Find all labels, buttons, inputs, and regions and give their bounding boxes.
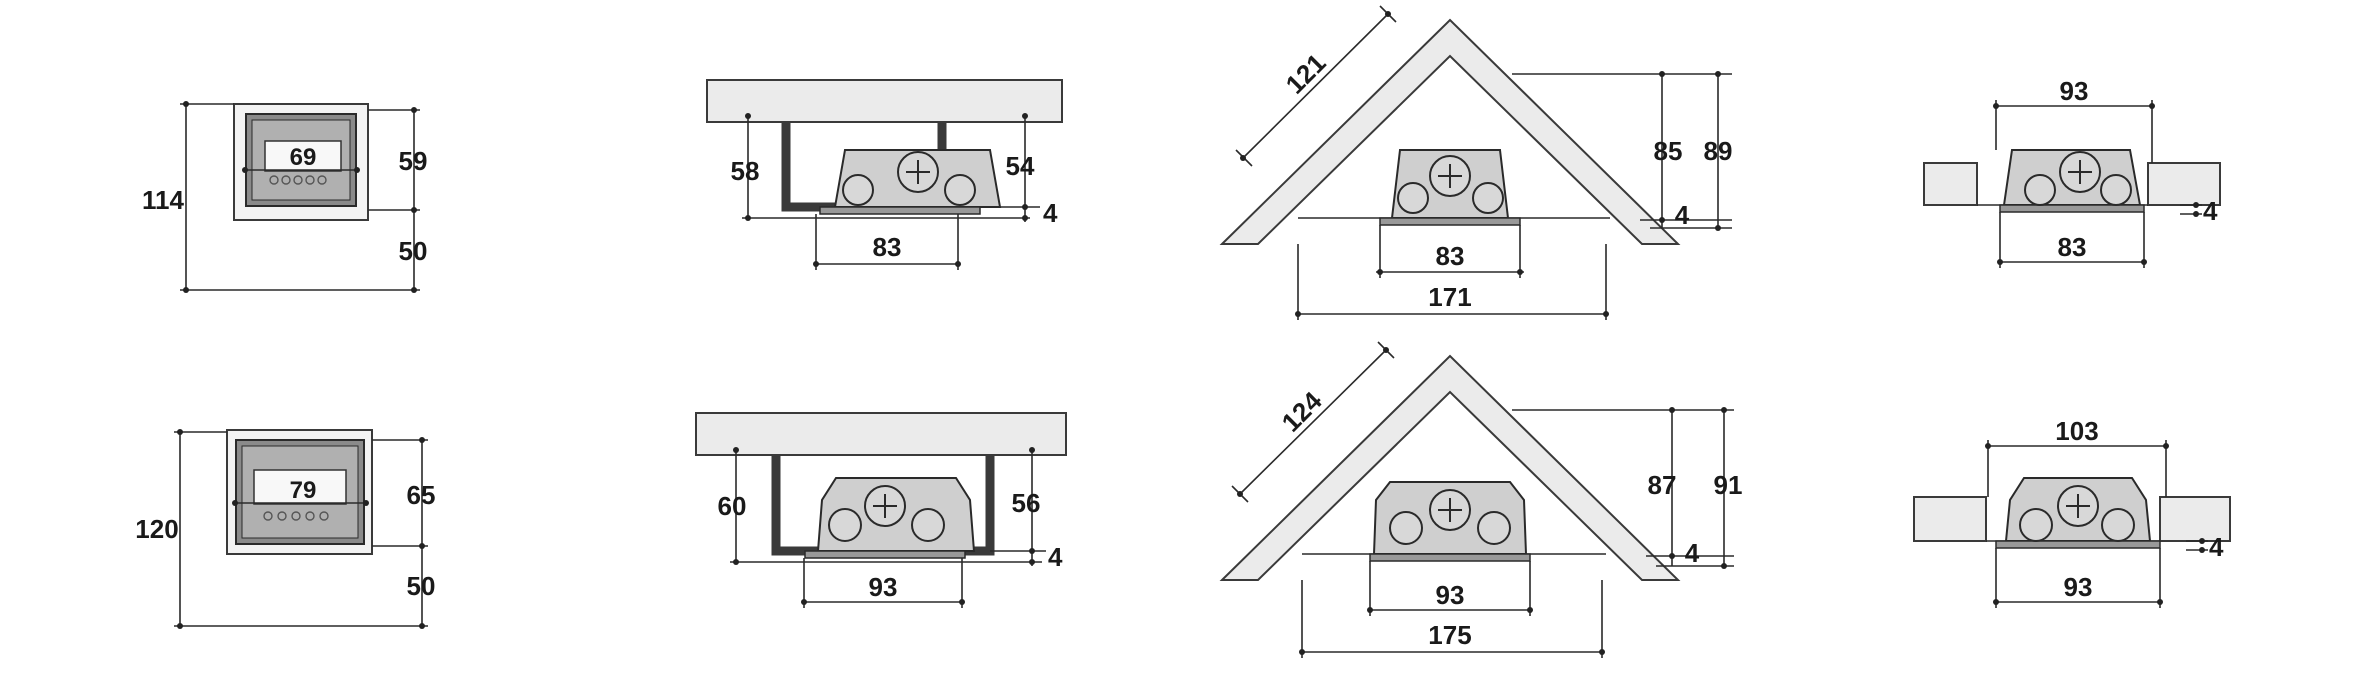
corner-b-fan-right-icon [1477, 511, 1511, 545]
flush-a-offset: 4 [2203, 196, 2218, 226]
corner-b-inner-width: 93 [1436, 580, 1465, 610]
front-a-lower-height: 50 [399, 236, 428, 266]
corner-b-diagonal: 124 [1276, 385, 1328, 437]
flush-a-bottom-width: 83 [2058, 232, 2087, 262]
flush-a-fan-left-icon [2024, 174, 2056, 206]
corner-b-height-inner: 87 [1648, 470, 1677, 500]
corner-b-offset: 4 [1685, 538, 1700, 568]
flush-b-fan-right-icon [2101, 508, 2135, 542]
corner-a-fan-left-icon [1397, 182, 1429, 214]
flush-a-fan-right-icon [2100, 174, 2132, 206]
wall-a-fan-left-icon [842, 174, 874, 206]
wall-b-offset: 4 [1048, 542, 1063, 572]
front-view-a: 114 69 59 50 [142, 101, 427, 293]
corner-view-b: 124 87 91 4 93 175 [1219, 341, 1743, 658]
flush-b-wall-left [1913, 496, 1987, 542]
front-a-glass [264, 140, 342, 172]
front-b-upper-height: 65 [407, 480, 436, 510]
corner-a-walls [1219, 18, 1681, 245]
front-b-glass [253, 469, 347, 505]
front-a-grille [269, 175, 327, 185]
corner-a-height-inner: 85 [1654, 136, 1683, 166]
wall-b-base [804, 550, 966, 559]
wall-a-left-height: 58 [731, 156, 760, 186]
flush-b-base [1995, 540, 2161, 549]
corner-b-outer-width: 175 [1428, 620, 1471, 650]
flush-a-wall-left [1923, 162, 1978, 206]
wall-b-left-height: 60 [718, 491, 747, 521]
flush-a-base [1999, 204, 2145, 213]
corner-a-inner-width: 83 [1436, 241, 1465, 271]
wall-a-base [819, 206, 981, 215]
corner-b-height-outer: 91 [1714, 470, 1743, 500]
flush-b-fan-cross [2066, 494, 2090, 518]
wall-a-width: 83 [873, 232, 902, 262]
front-b-inner-width: 79 [290, 477, 317, 504]
flush-view-b: 103 4 93 [1913, 416, 2231, 608]
wall-a-fan-right-icon [944, 174, 976, 206]
front-a-total-height: 114 [142, 185, 184, 215]
corner-b-fan-cross [1438, 498, 1462, 522]
wall-b-fan-right-icon [911, 508, 945, 542]
front-view-b: 120 79 65 50 [135, 429, 435, 629]
flush-b-bottom-width: 93 [2064, 572, 2093, 602]
wall-view-b: 60 56 4 93 [695, 412, 1067, 608]
flush-b-top-width: 103 [2055, 416, 2098, 446]
flush-b-offset: 4 [2209, 532, 2224, 562]
corner-b-fan-left-icon [1389, 511, 1423, 545]
flush-b-fan-left-icon [2019, 508, 2053, 542]
wall-view-a: 58 54 4 83 [706, 79, 1063, 270]
wall-b-fan-cross [873, 494, 897, 518]
flush-a-fan-cross [2068, 160, 2092, 184]
wall-b-width: 93 [869, 572, 898, 602]
corner-a-offset: 4 [1675, 200, 1690, 230]
wall-b-right-height: 56 [1012, 488, 1041, 518]
front-a-inner-width: 69 [290, 144, 317, 171]
corner-a-fan-cross [1438, 164, 1462, 188]
front-b-grille [263, 511, 329, 521]
corner-a-diagonal-line [1242, 13, 1389, 159]
wall-a-wall [706, 79, 1063, 123]
front-a-upper-height: 59 [399, 146, 428, 176]
corner-b-base [1369, 553, 1531, 562]
flush-b-wall-right [2159, 496, 2231, 542]
wall-a-fan-cross [906, 160, 930, 184]
corner-a-diagonal: 121 [1280, 48, 1332, 100]
wall-a-right-height: 54 [1006, 151, 1035, 181]
corner-a-outer-width: 171 [1428, 282, 1471, 312]
wall-a-offset: 4 [1043, 198, 1058, 228]
front-b-lower-height: 50 [407, 571, 436, 601]
front-b-total-height: 120 [135, 514, 178, 544]
corner-a-base [1379, 217, 1521, 226]
corner-a-height-outer: 89 [1704, 136, 1733, 166]
corner-b-walls [1219, 354, 1681, 581]
wall-b-wall [695, 412, 1067, 456]
flush-view-a: 93 4 83 [1923, 76, 2221, 268]
corner-view-a: 121 85 89 4 83 171 [1219, 5, 1733, 320]
flush-a-top-width: 93 [2060, 76, 2089, 106]
corner-b-diagonal-line [1239, 349, 1387, 495]
corner-a-fan-right-icon [1472, 182, 1504, 214]
wall-b-fan-left-icon [828, 508, 862, 542]
